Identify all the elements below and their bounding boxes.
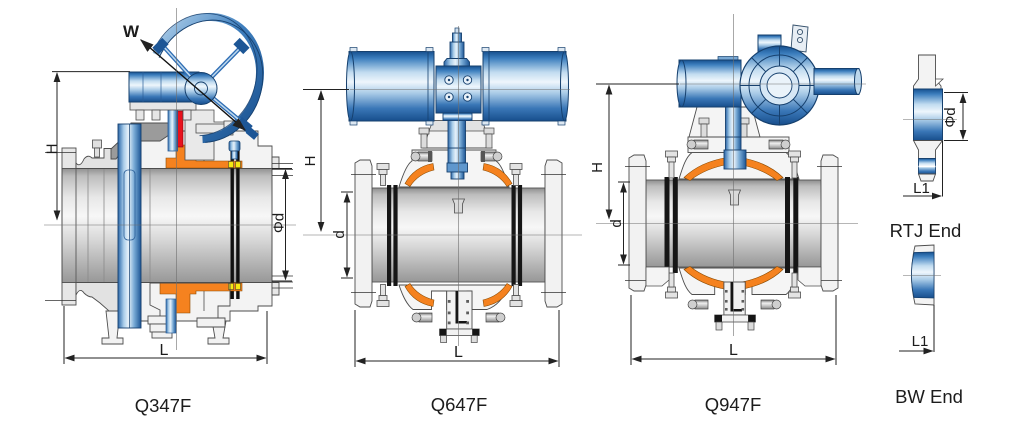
svg-text:H: H	[589, 162, 606, 173]
svg-text:L1: L1	[913, 180, 930, 197]
svg-text:H: H	[44, 144, 61, 155]
svg-text:Q947F: Q947F	[705, 394, 762, 415]
svg-text:d: d	[608, 219, 625, 227]
svg-text:L: L	[454, 344, 463, 361]
svg-text:Φd: Φd	[942, 107, 959, 127]
svg-text:d: d	[331, 230, 348, 238]
svg-text:W: W	[123, 22, 140, 41]
svg-text:Φd: Φd	[271, 213, 288, 233]
svg-text:BW End: BW End	[895, 386, 963, 407]
svg-text:H: H	[302, 156, 319, 167]
svg-text:RTJ End: RTJ End	[890, 220, 962, 241]
svg-text:L: L	[729, 342, 738, 359]
svg-text:L1: L1	[912, 333, 929, 350]
svg-text:Q647F: Q647F	[431, 394, 488, 415]
svg-text:L: L	[160, 342, 169, 359]
svg-text:Q347F: Q347F	[135, 395, 192, 416]
